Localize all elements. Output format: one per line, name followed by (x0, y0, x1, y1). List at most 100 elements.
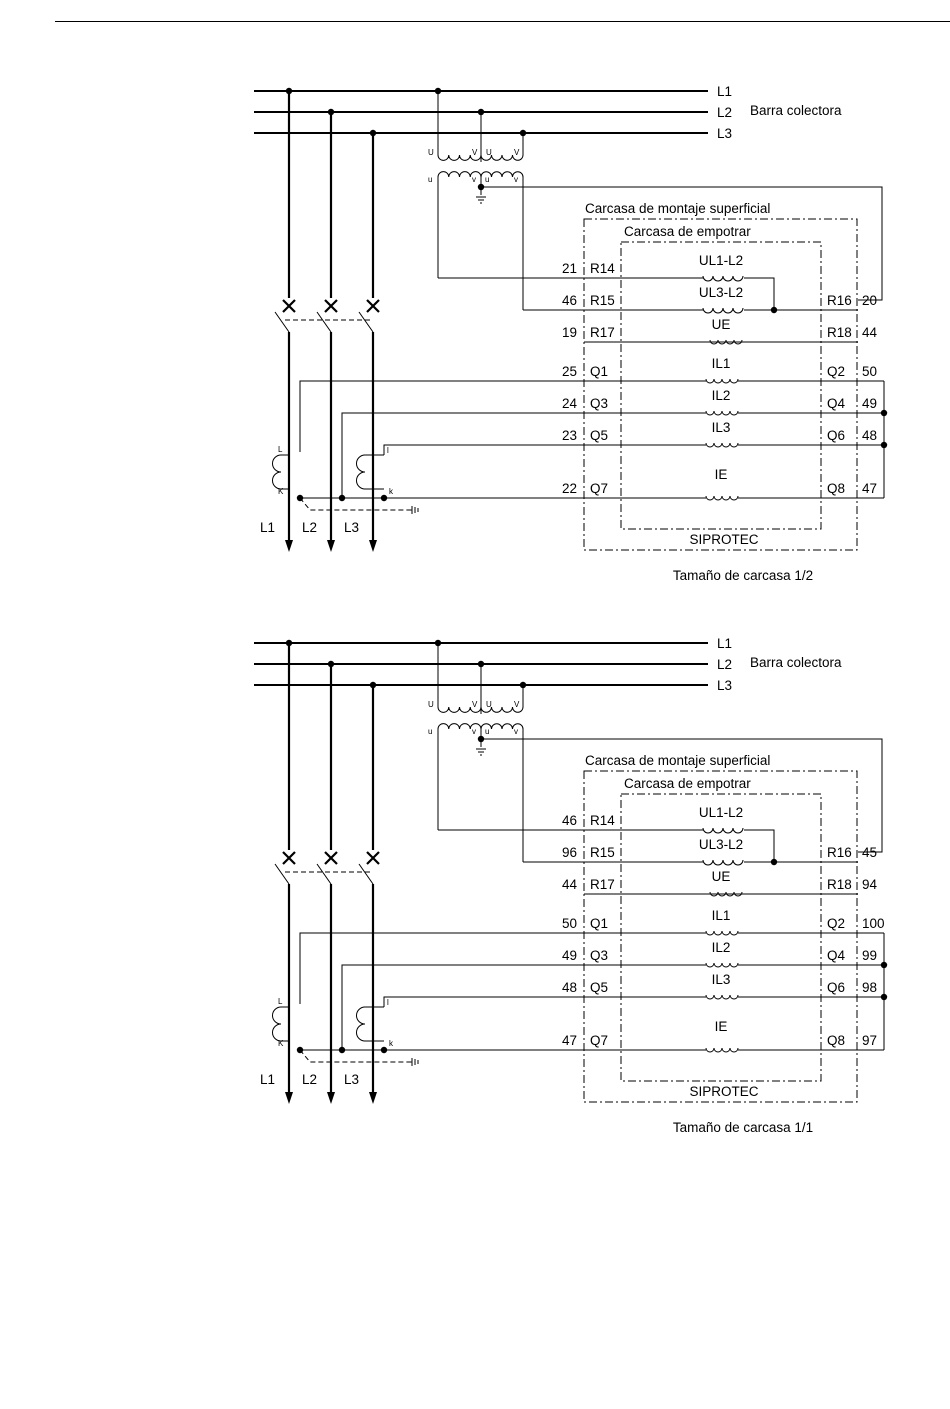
measuring-coil (702, 307, 744, 314)
ct-terminal-label: l (387, 446, 389, 455)
feeder-label: L3 (344, 1072, 359, 1087)
il2-wire (341, 964, 706, 1050)
disconnector-mark (282, 851, 296, 865)
terminal-id-left: R15 (590, 845, 615, 860)
disconnector-mark (324, 851, 338, 865)
il1-wire (299, 932, 706, 1004)
terminal-number-left: 21 (562, 261, 577, 276)
breaker-blade (358, 863, 374, 885)
feeder-label: L1 (260, 520, 275, 535)
vt-terminal-label: V (514, 700, 520, 709)
terminal-id-right: Q2 (827, 916, 845, 931)
vt-open-delta-wire (481, 738, 883, 853)
terminal-id-left: R14 (590, 813, 615, 828)
feeder-arrow (327, 540, 335, 552)
terminal-number-right: 100 (862, 916, 885, 931)
disconnector-mark (366, 851, 380, 865)
bus-phase-label: L2 (717, 657, 732, 672)
terminal-number-right: 50 (862, 364, 877, 379)
terminal-number-right: 98 (862, 980, 877, 995)
feeder-arrow (369, 1092, 377, 1104)
outer-housing-label: Carcasa de montaje superficial (585, 753, 770, 768)
ct-terminal-label: K (278, 487, 284, 496)
terminal-id-right: Q8 (827, 1033, 845, 1048)
feeder-arrow (369, 540, 377, 552)
vt-terminal-label: V (472, 700, 478, 709)
terminal-number-left: 23 (562, 428, 577, 443)
vt-terminal-label: U (486, 148, 492, 157)
feeder-arrow (285, 540, 293, 552)
terminal-id-left: Q3 (590, 396, 608, 411)
measuring-element-label: UL3-L2 (699, 285, 743, 300)
measuring-element-label: IL3 (712, 972, 731, 987)
busbar-label: Barra colectora (750, 655, 842, 670)
ct-terminal-label: k (389, 487, 394, 496)
measuring-coil (705, 1047, 739, 1053)
current-transformer-coil (272, 1006, 282, 1042)
terminal-id-left: R17 (590, 325, 615, 340)
junction-dot (880, 441, 888, 449)
vt-terminal-label: v (514, 727, 518, 736)
measuring-coil (702, 859, 744, 866)
vt-terminal-label: u (428, 727, 432, 736)
measuring-coil (705, 962, 739, 968)
measuring-element-label: IL2 (712, 388, 731, 403)
inner-housing-label: Carcasa de empotrar (624, 776, 751, 791)
terminal-id-left: Q1 (590, 364, 608, 379)
terminal-number-left: 44 (562, 877, 578, 892)
terminal-id-right: R18 (827, 877, 852, 892)
measuring-element-label: IL2 (712, 940, 731, 955)
terminal-id-right: Q6 (827, 980, 845, 995)
measuring-element-label: IL1 (712, 356, 731, 371)
bus-phase-label: L2 (717, 105, 732, 120)
terminal-number-right: 48 (862, 428, 877, 443)
junction-dot (380, 494, 388, 502)
current-transformer-coil (356, 1006, 366, 1042)
housing-size-caption: Tamaño de carcasa 1/1 (673, 1120, 813, 1135)
vt-terminal-label: u (485, 175, 489, 184)
ct-terminal-label: K (278, 1039, 284, 1048)
terminal-id-right: R18 (827, 325, 852, 340)
measuring-coil (705, 930, 739, 936)
terminal-id-right: Q4 (827, 396, 846, 411)
outer-housing-label: Carcasa de montaje superficial (585, 201, 770, 216)
terminal-id-right: R16 (827, 845, 852, 860)
terminal-number-left: 47 (562, 1033, 577, 1048)
vt-secondary-coil (480, 723, 524, 730)
feeder-label: L2 (302, 520, 317, 535)
terminal-number-left: 48 (562, 980, 577, 995)
vt-primary-coil (437, 706, 482, 713)
terminal-number-left: 49 (562, 948, 577, 963)
vt-terminal-label: U (428, 700, 434, 709)
vt-terminal-label: U (486, 700, 492, 709)
measuring-coil (702, 827, 744, 834)
measuring-element-label: IL3 (712, 420, 731, 435)
ct-terminal-label: l (387, 998, 389, 1007)
terminal-id-left: R17 (590, 877, 615, 892)
breaker-blade (358, 311, 374, 333)
measuring-coil (702, 275, 744, 282)
junction-dot (338, 1046, 346, 1054)
terminal-id-right: R16 (827, 293, 852, 308)
feeder-label: L3 (344, 520, 359, 535)
bus-phase-label: L1 (717, 636, 732, 651)
vt-terminal-label: v (514, 175, 518, 184)
terminal-number-right: 99 (862, 948, 877, 963)
ct-ground-wire (299, 1049, 412, 1063)
measuring-element-label: UE (712, 869, 731, 884)
vt-primary-coil (480, 154, 524, 161)
terminal-id-left: Q1 (590, 916, 608, 931)
junction-dot (880, 993, 888, 1001)
current-transformer-coil (356, 454, 366, 490)
current-transformer-coil (272, 454, 282, 490)
terminal-id-left: R15 (590, 293, 615, 308)
terminal-id-right: Q2 (827, 364, 845, 379)
terminal-id-right: Q8 (827, 481, 845, 496)
measuring-coil (705, 442, 739, 448)
terminal-number-left: 19 (562, 325, 577, 340)
terminal-number-left: 46 (562, 293, 577, 308)
terminal-number-left: 96 (562, 845, 577, 860)
terminal-id-left: Q7 (590, 1033, 608, 1048)
